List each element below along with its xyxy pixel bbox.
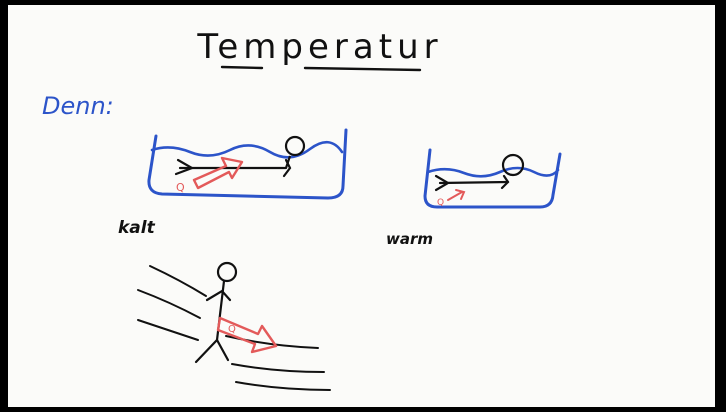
cold-heat-q-label: Q: [176, 181, 185, 194]
title-underline-left: [222, 67, 262, 68]
person-heat-q-label: Q: [228, 324, 236, 335]
label-kalt: kalt: [118, 218, 156, 238]
page-title: Temperatur: [196, 27, 442, 67]
warm-heat-q-label: Q: [437, 198, 444, 208]
label-warm: warm: [386, 230, 433, 248]
heading-denn: Denn:: [42, 92, 114, 120]
warm-swimmer-body: [440, 182, 508, 183]
